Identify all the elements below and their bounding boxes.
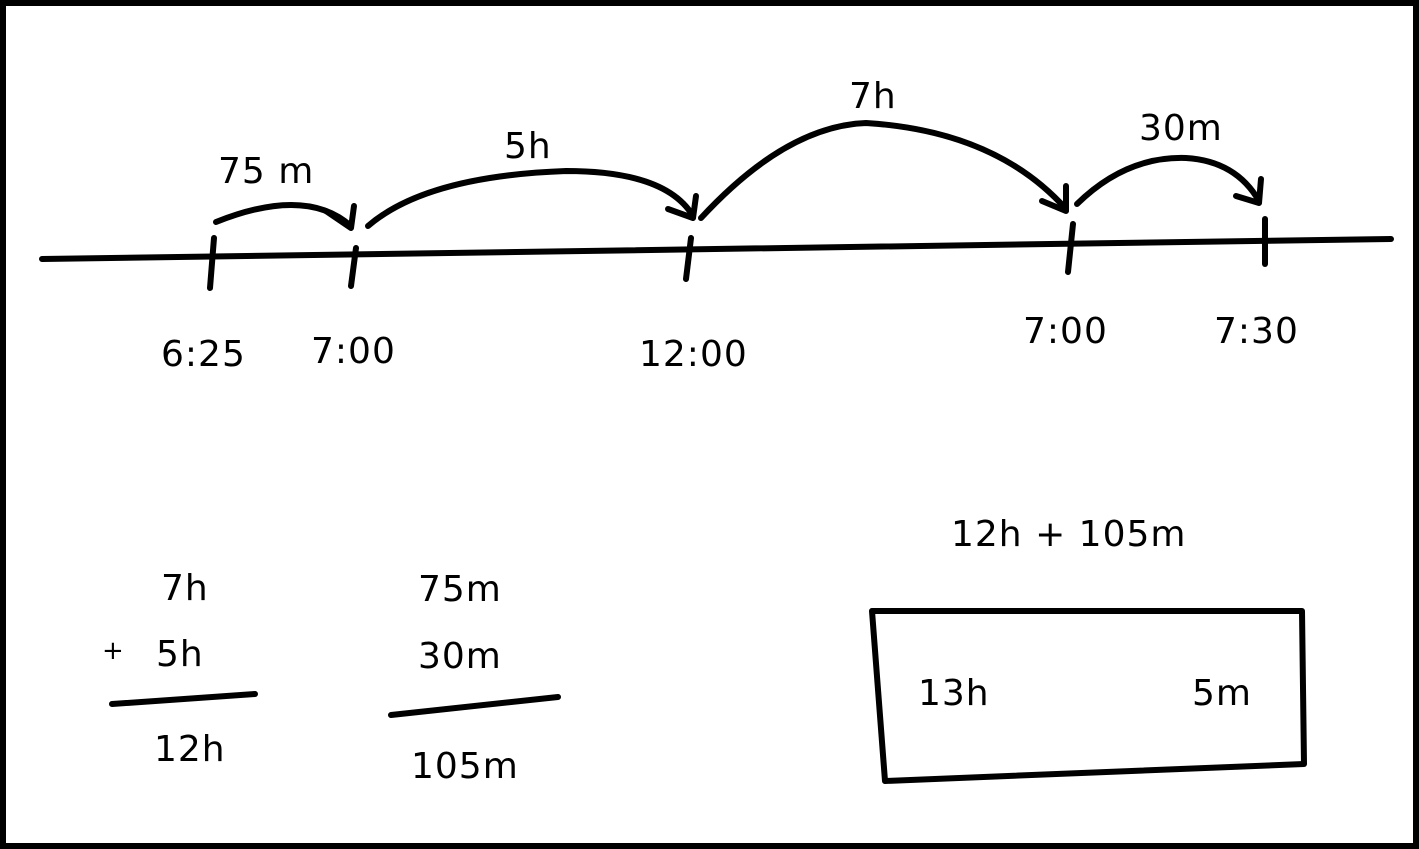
arc-7h: [698, 120, 1069, 221]
arc-5h: [365, 168, 696, 229]
tick-label: 7:00: [1023, 311, 1108, 352]
jump-label: 75 m: [218, 151, 315, 192]
answer-box: [869, 608, 1307, 784]
minutes-addend: 75m: [418, 569, 502, 610]
jump-label: 7h: [849, 76, 897, 117]
tick-625: [207, 235, 217, 291]
tick-label: 7:30: [1214, 311, 1299, 352]
hours-total: 12h: [154, 729, 226, 770]
tick-1200: [683, 235, 694, 282]
box-minutes: 5m: [1192, 673, 1252, 714]
hours-sum-line: [109, 691, 258, 707]
tick-label: 7:00: [311, 331, 396, 372]
tick-700a: [348, 245, 359, 289]
minutes-addend: 30m: [418, 636, 502, 677]
tick-label: 12:00: [639, 334, 748, 375]
box-hours: 13h: [918, 673, 990, 714]
tick-700b: [1065, 221, 1076, 275]
arrowhead-3: [1039, 183, 1069, 214]
hours-addend: 7h: [161, 568, 209, 609]
tick-label: 6:25: [161, 334, 246, 375]
jump-label: 5h: [504, 126, 552, 167]
timeline-drawing: [39, 120, 1394, 784]
combined-expression: 12h + 105m: [951, 514, 1187, 555]
arc-30m: [1074, 154, 1262, 207]
plus-sign: +: [102, 636, 125, 666]
jump-label: 30m: [1139, 108, 1223, 149]
minutes-total: 105m: [411, 746, 519, 787]
hours-addend: 5h: [156, 634, 204, 675]
arrowhead-4: [1233, 176, 1264, 206]
number-line: [39, 236, 1394, 262]
arrowhead-2: [665, 193, 699, 221]
minutes-sum-line: [388, 694, 561, 718]
arrowhead-1: [323, 203, 357, 231]
